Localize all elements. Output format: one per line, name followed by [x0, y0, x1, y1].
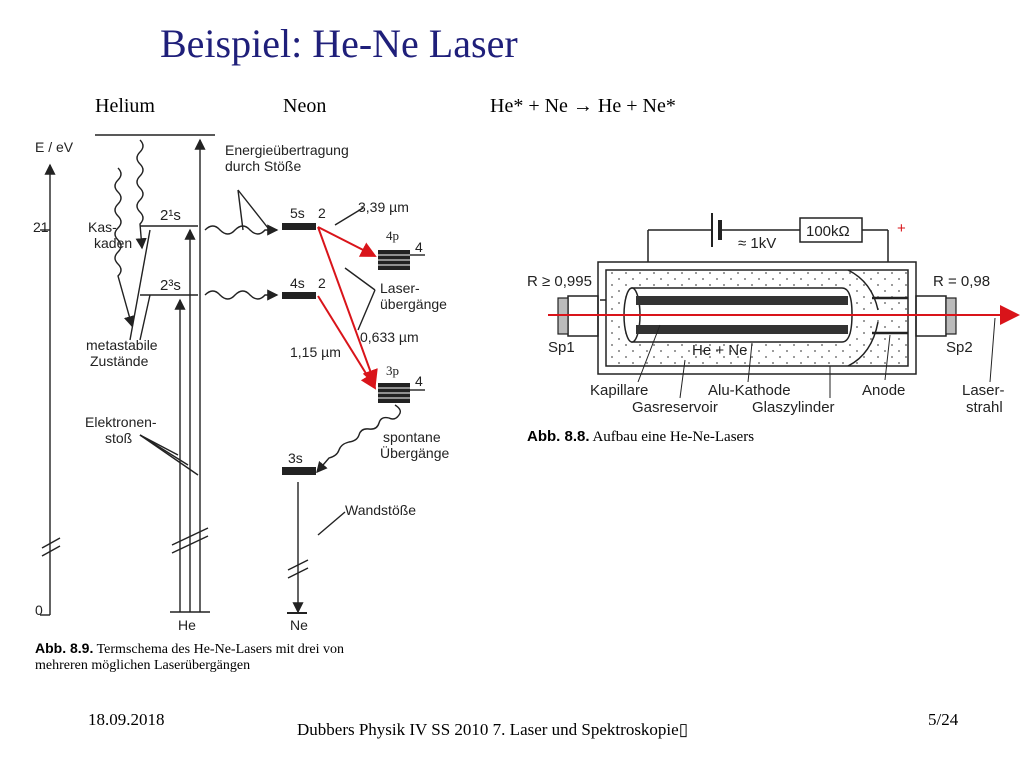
- wall-collisions: Wandstöße: [345, 502, 416, 518]
- gas-label: He + Ne: [692, 342, 747, 359]
- term-caption-label: Abb. 8.9.: [35, 640, 94, 656]
- slide-title: Beispiel: He-Ne Laser: [160, 21, 518, 66]
- level-3p: 3p: [386, 363, 399, 378]
- header-reaction: He* + Ne → He + Ne*: [490, 95, 676, 117]
- ne-4p-n: 4: [415, 239, 423, 255]
- electron-impact-1: Elektronen-: [85, 414, 157, 430]
- he-2-3s: 2³s: [160, 277, 181, 294]
- term-caption-text: Termschema des He-Ne-Lasers mit drei von: [96, 642, 345, 657]
- footer-date: 18.09.2018: [88, 710, 165, 729]
- ne-ground: Ne: [290, 617, 308, 633]
- axis-label: E / eV: [35, 139, 74, 155]
- tick-21: 21: [33, 219, 49, 235]
- electron-impact-2: stoß: [105, 430, 132, 446]
- ne-4s-n: 2: [318, 275, 326, 291]
- sp1-label: Sp1: [548, 339, 575, 356]
- sp2-label: Sp2: [946, 339, 973, 356]
- ne-3p-n: 4: [415, 373, 423, 389]
- laser-setup-diagram: ≈ 1kV 100kΩ + R ≥ 0,995 R = 0,98 Sp1 Sp2…: [527, 213, 1020, 416]
- glaszylinder-label: Glaszylinder: [752, 399, 835, 416]
- anode-label: Anode: [862, 382, 905, 399]
- laser-transitions-2: übergänge: [380, 296, 447, 312]
- lambda-339: 3,39 µm: [358, 199, 409, 215]
- kapillare-label: Kapillare: [590, 382, 648, 399]
- energy-transfer-1: Energieübertragung: [225, 142, 349, 158]
- ne-3s: 3s: [288, 450, 303, 466]
- r-right-label: R = 0,98: [933, 273, 990, 290]
- term-caption-line2: mehreren möglichen Laserübergängen: [35, 658, 251, 673]
- he-2-1s: 2¹s: [160, 207, 181, 224]
- setup-caption-text: Aufbau eine He-Ne-Lasers: [592, 429, 755, 445]
- plus-label: +: [897, 220, 906, 237]
- metastable-1: metastabile: [86, 337, 158, 353]
- energy-transfer-2: durch Stöße: [225, 158, 301, 174]
- resistor-label: 100kΩ: [806, 223, 850, 240]
- ne-5s: 5s: [290, 205, 305, 221]
- level-4p: 4p: [386, 228, 399, 243]
- footer-center: Dubbers Physik IV SS 2010 7. Laser und S…: [297, 720, 689, 739]
- setup-caption: Abb. 8.8. Aufbau eine He-Ne-Lasers: [527, 428, 754, 446]
- header-helium: Helium: [95, 95, 155, 117]
- tick-0: 0: [35, 602, 43, 618]
- ne-5s-n: 2: [318, 205, 326, 221]
- he-ground: He: [178, 617, 196, 633]
- spontaneous-2: Übergänge: [380, 444, 449, 461]
- header-neon: Neon: [283, 95, 327, 117]
- spontaneous-1: spontane: [383, 429, 441, 445]
- term-diagram: E / eV 21 0 Energieübertragung durch Stö…: [33, 134, 449, 633]
- r-left-label: R ≥ 0,995: [527, 273, 592, 290]
- voltage-label: ≈ 1kV: [738, 235, 776, 252]
- ne-4s: 4s: [290, 275, 305, 291]
- footer-page: 5/24: [928, 710, 959, 729]
- kaskaden-1: Kas-: [88, 219, 117, 235]
- term-caption-line1: Abb. 8.9. Termschema des He-Ne-Lasers mi…: [35, 640, 344, 658]
- setup-caption-label: Abb. 8.8.: [527, 428, 590, 445]
- gasreservoir-label: Gasreservoir: [632, 399, 718, 416]
- lambda-633: 0,633 µm: [360, 329, 419, 345]
- lambda-115: 1,15 µm: [290, 344, 341, 360]
- laser-transitions-1: Laser-: [380, 280, 420, 296]
- laserstrahl-1: Laser-: [962, 382, 1005, 399]
- kathode-label: Alu-Kathode: [708, 382, 791, 399]
- laserstrahl-2: strahl: [966, 399, 1003, 416]
- kaskaden-2: kaden: [94, 235, 132, 251]
- metastable-2: Zustände: [90, 353, 149, 369]
